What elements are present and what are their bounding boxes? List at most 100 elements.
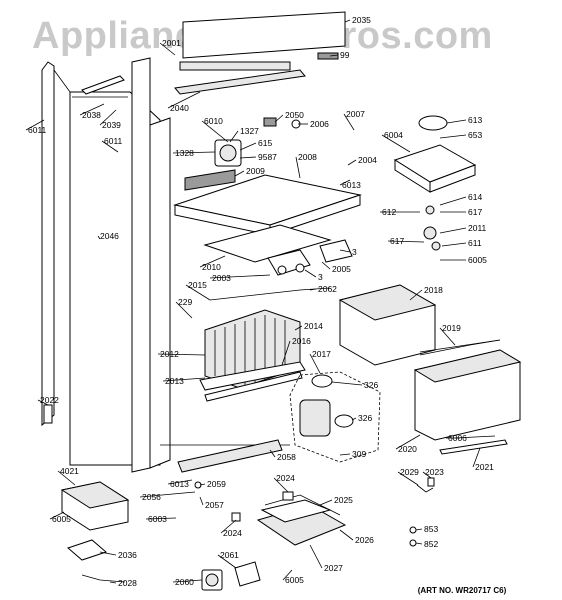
callout-leader-line [99,551,117,556]
callout-label: 9587 [258,152,277,162]
callout-2035: 2035 [344,15,371,25]
callout-label: 2024 [223,528,242,538]
callout-6011a: 6011 [25,119,47,135]
callout-6013a: 6013 [339,179,361,190]
callout-leader-line [295,156,301,179]
callout-2014: 2014 [294,321,323,331]
callout-label: 2024 [276,473,295,483]
callout-label: 3 [352,247,357,257]
callout-label: 611 [468,238,482,248]
callout-label: 2016 [292,336,311,346]
callout-label: 229 [178,297,192,307]
callout-2017: 2017 [309,349,331,374]
compressor-group [289,371,381,463]
callout-label: 617 [468,207,482,217]
callout-leader-line [167,479,193,485]
callout-2012: 2012 [157,349,206,359]
callout-2056: 2056 [139,491,196,502]
callout-label: 614 [468,192,482,202]
callout-leader-line [199,255,226,268]
callout-label: 99 [340,50,350,60]
callout-leader-line [309,288,317,291]
callout-label: 6013 [342,180,361,190]
callout-label: 2011 [468,223,487,233]
callout-label: 4021 [60,466,79,476]
condenser-part [256,494,347,546]
callout-label: 612 [382,207,396,217]
callout-leader-line [159,42,176,56]
callout-leader-line [321,261,331,270]
callout-9587: 9587 [239,152,277,162]
callout-label: 615 [258,138,272,148]
callout-229: 229 [175,297,193,319]
callout-label: 2058 [277,452,296,462]
bracket-cable-part [67,539,126,583]
callout-label: 2014 [304,321,323,331]
callout-326b: 326 [351,413,372,423]
callout-2040: 2040 [167,91,201,113]
callout-6005c: 6005 [282,569,304,585]
callout-label: 3 [318,272,323,282]
callout-leader-line [309,544,323,569]
condenser-fan-part [201,561,261,591]
callout-label: 326 [364,380,378,390]
callout-leader-line [172,151,216,154]
callout-leader-line [162,377,206,382]
callout-leader-line [25,119,45,131]
callout-leader-line [99,109,117,126]
callout-leader-line [387,240,425,243]
callout-leader-line [145,517,177,520]
callout-label: 2021 [475,462,494,472]
callout-label: 2026 [355,535,374,545]
callout-leader-line [175,301,193,319]
vent-grille-part [184,169,236,191]
callout-2023: 2023 [422,467,444,479]
callout-2024a: 2024 [273,473,295,493]
callout-label: 653 [468,130,482,140]
callout-leader-line [282,569,293,581]
callout-label: 6011 [104,136,123,146]
callout-6006: 6006 [446,433,467,443]
callout-1327: 1327 [229,126,259,143]
callout-leader-line [331,381,363,386]
callout-6003: 6003 [145,514,177,524]
callout-2062: 2062 [309,284,337,294]
callout-6005b: 6005 [49,511,71,524]
callout-leader-line [294,325,303,331]
callout-611: 611 [441,238,482,248]
callout-617b: 617 [387,236,425,246]
callout-leader-line [49,511,65,520]
callout-label: 6013 [170,479,189,489]
callout-leader-line [57,470,76,486]
callout-leader-line [239,156,257,159]
callout-leader-line [339,453,351,456]
callout-leader-line [199,496,204,506]
callout-label: 2036 [118,550,137,560]
callout-label: 2059 [207,479,226,489]
callout-6013b: 6013 [167,479,193,489]
callout-4021: 4021 [57,466,79,486]
callout-leader-line [201,120,229,143]
callout-2058: 2058 [269,449,296,462]
callout-6005a: 6005 [440,255,487,265]
callout-label: 2001 [162,38,181,48]
callout-leader-line [439,196,467,206]
callout-leader-line [343,113,355,131]
callout-label: 2008 [298,152,317,162]
callout-leader-line [441,242,467,247]
callout-2038: 2038 [79,103,105,120]
callout-label: 6003 [148,514,167,524]
callout-6004: 6004 [381,130,411,153]
callout-leader-line [167,91,201,109]
machine-compartment-cover [413,339,522,441]
callout-1328: 1328 [172,148,216,158]
callout-leader-line [395,434,421,450]
cabinet-side-panel [41,57,290,473]
callout-label: 2005 [332,264,351,274]
callout-label: 2003 [212,273,231,283]
callout-2013: 2013 [162,376,206,386]
callout-leader-line [415,542,423,545]
callout-leader-line [329,54,339,57]
callout-2021: 2021 [472,447,494,472]
